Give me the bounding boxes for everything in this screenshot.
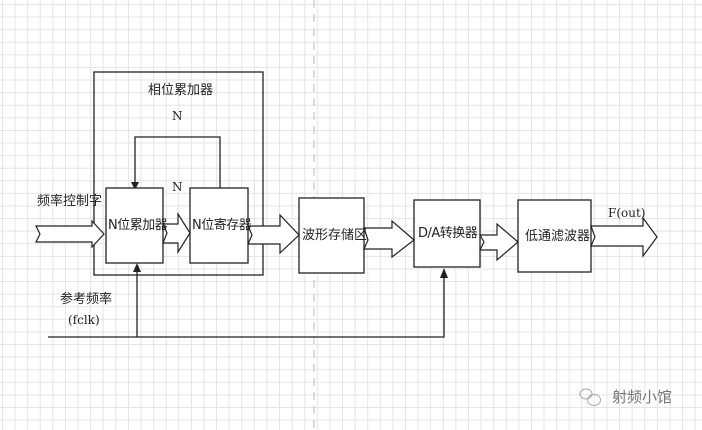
block-waveform-rom-label: 波形存储区 [302, 228, 368, 243]
block-dac-label: D/A转换器 [418, 226, 478, 241]
feedback-width-label: N [172, 109, 183, 123]
bus-width-label: N [172, 180, 183, 194]
clock-label-fclk: (fclk) [68, 313, 100, 327]
watermark: 射频小馆 [612, 388, 673, 406]
block-dac [413, 199, 481, 268]
input-label: 频率控制字 [37, 194, 103, 209]
rom-dac-bus-arrow [363, 219, 415, 259]
register-rom-bus-arrow [247, 213, 300, 255]
phase-accumulator-title: 相位累加器 [148, 83, 214, 98]
block-waveform-rom [298, 197, 365, 274]
phase-accumulator-boundary [93, 71, 264, 276]
input-bus-arrow [35, 219, 105, 249]
block-register [189, 187, 249, 264]
adder-register-bus-arrow [162, 211, 191, 255]
dac-lpf-bus-arrow [478, 222, 519, 262]
block-adder-label: N位累加器 [108, 218, 168, 233]
output-bus-arrow [590, 216, 658, 258]
clock-label: 参考频率 [60, 292, 113, 307]
block-lpf-label: 低通滤波器 [525, 229, 591, 244]
clock-adder-arrowhead [133, 263, 141, 272]
output-label: F(out) [608, 206, 646, 220]
clock-line [48, 278, 445, 338]
wechat-icon [579, 388, 601, 406]
block-adder [105, 187, 164, 264]
block-lpf [517, 199, 592, 273]
feedback-arrowhead [131, 182, 139, 190]
block-register-label: N位寄存器 [192, 218, 252, 233]
feedback-line [134, 136, 221, 188]
clock-dac-arrowhead [440, 268, 448, 278]
